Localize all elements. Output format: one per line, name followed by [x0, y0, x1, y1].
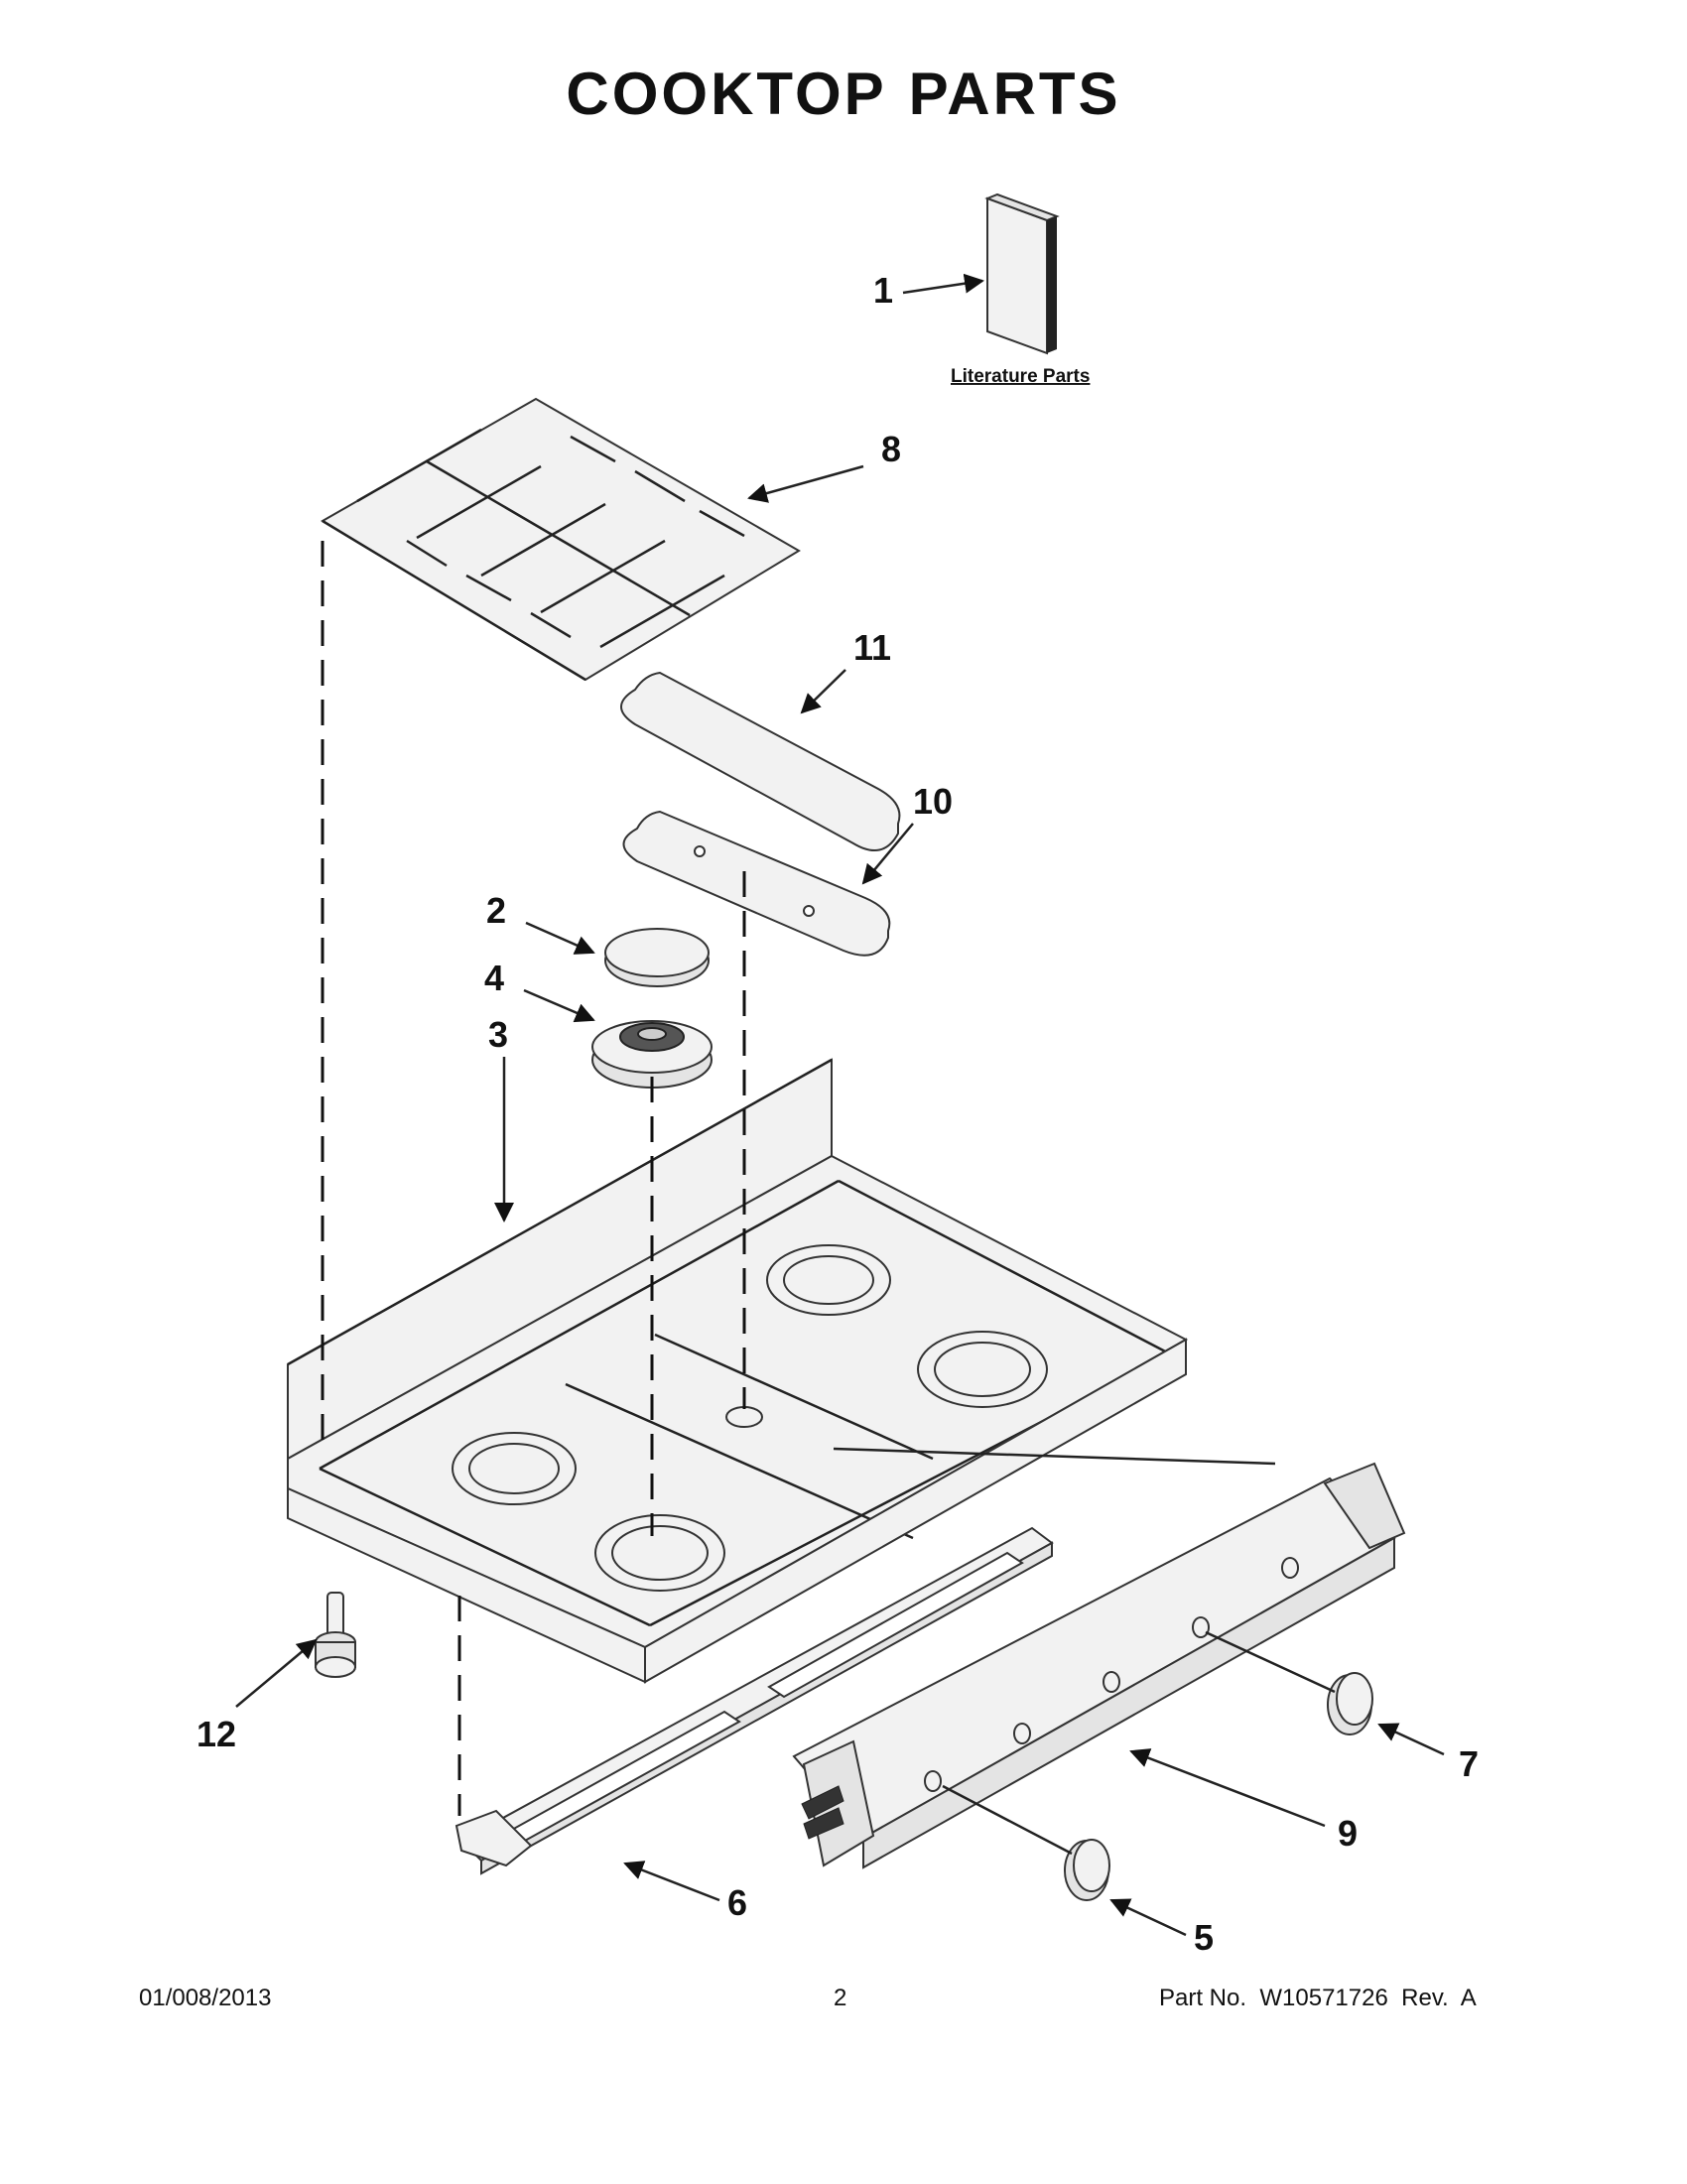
control-panel	[792, 1462, 1406, 1869]
callout-1: 1	[873, 270, 893, 311]
page-title: COOKTOP PARTS	[0, 60, 1687, 128]
burner-grate	[321, 397, 801, 682]
callout-4: 4	[484, 958, 504, 998]
callout-12: 12	[196, 1714, 236, 1754]
callout-6: 6	[727, 1882, 747, 1923]
control-knob-5	[1064, 1839, 1110, 1901]
control-knob-7	[1327, 1672, 1373, 1735]
title-word-1: COOKTOP	[566, 61, 887, 127]
igniter	[315, 1592, 356, 1678]
callout-8: 8	[881, 429, 901, 469]
callout-5: 5	[1194, 1917, 1214, 1958]
griddle	[620, 671, 901, 852]
literature-booklet	[984, 193, 1060, 355]
footer-page-number: 2	[834, 1985, 847, 2011]
footer-part-number: Part No. W10571726 Rev. A	[1159, 1985, 1477, 2011]
callout-3: 3	[488, 1014, 508, 1055]
griddle-plate	[622, 810, 891, 957]
vent-trim	[454, 1526, 1054, 1875]
callout-2: 2	[486, 890, 506, 931]
callout-7: 7	[1459, 1743, 1479, 1784]
literature-parts-label: Literature Parts	[951, 366, 1090, 387]
title-word-2: PARTS	[908, 61, 1121, 127]
footer-date: 01/008/2013	[139, 1985, 272, 2011]
main-cooktop	[287, 1058, 1189, 1684]
callout-9: 9	[1338, 1813, 1358, 1854]
callout-11: 11	[853, 627, 891, 668]
callout-10: 10	[913, 781, 953, 822]
burner-cap	[604, 928, 710, 987]
